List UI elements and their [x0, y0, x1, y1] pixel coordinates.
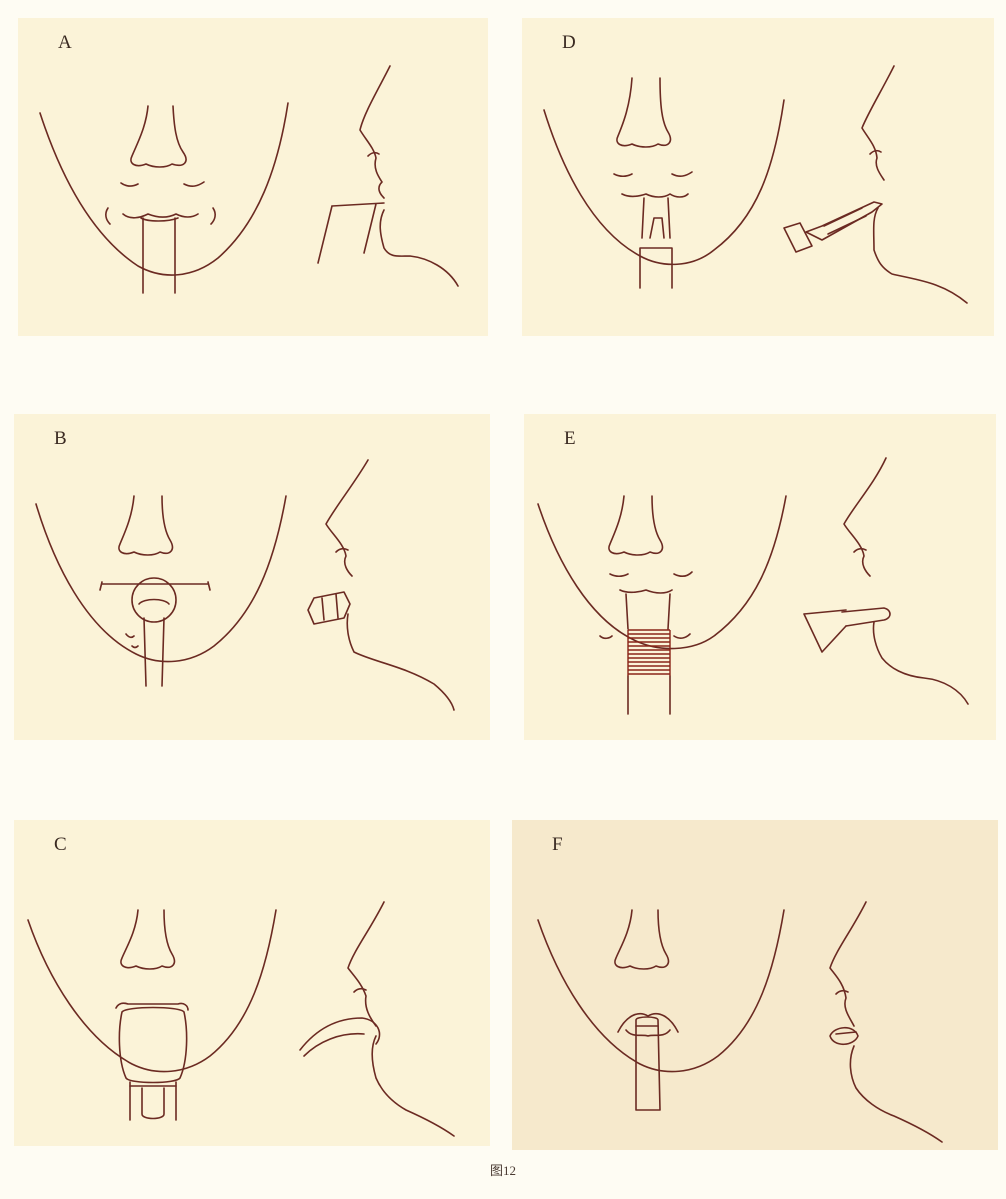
panel-label-a: A [58, 32, 72, 54]
panel-a: A [18, 18, 488, 336]
panel-f: F [512, 820, 998, 1150]
panel-label-f: F [552, 834, 563, 856]
illustration-f [512, 820, 998, 1150]
figure-caption: 图12 [0, 1160, 1006, 1179]
panel-label-c: C [54, 834, 67, 856]
panel-label-e: E [564, 428, 576, 450]
panel-label-d: D [562, 32, 576, 54]
panel-label-b: B [54, 428, 67, 450]
illustration-d [522, 18, 994, 336]
panel-b: B [14, 414, 490, 740]
illustration-b [14, 414, 490, 740]
panel-c: C [14, 820, 490, 1146]
panel-d: D [522, 18, 994, 336]
illustration-a [18, 18, 488, 336]
thread-wrap [628, 630, 670, 676]
panel-e: E [524, 414, 996, 740]
illustration-c [14, 820, 490, 1146]
illustration-e [524, 414, 996, 740]
